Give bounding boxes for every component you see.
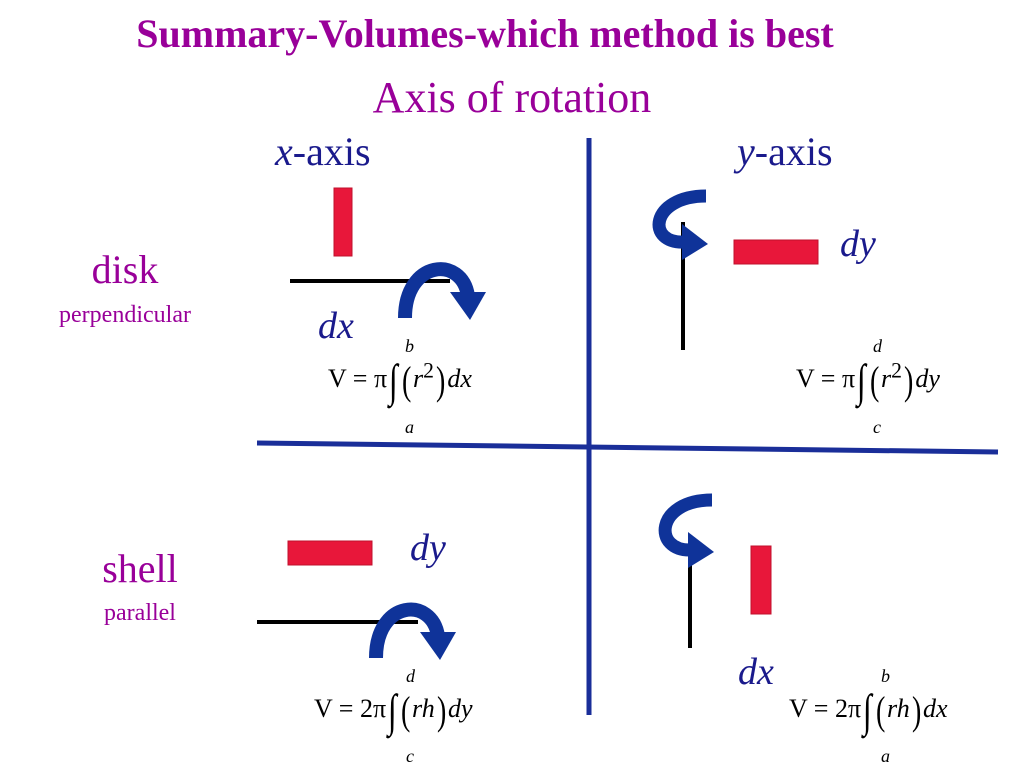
shell-x-differential: dy	[410, 527, 446, 569]
disk-x-rectangle	[333, 187, 353, 257]
paren-open: (	[875, 688, 886, 733]
column-suffix: -axis	[754, 129, 833, 174]
formula-differential: dx	[923, 693, 948, 723]
shell-x-rectangle	[287, 540, 373, 566]
disk-x-rotation-arrow-icon	[398, 262, 486, 320]
paren-close: )	[903, 358, 914, 403]
formula-integrand: r	[413, 363, 424, 393]
disk-x-upper-limit: b	[405, 336, 414, 356]
formula-differential: dy	[448, 693, 473, 723]
integral-sign: ∫	[857, 355, 866, 406]
disk-y-differential: dy	[840, 223, 876, 265]
formula-power: 2	[423, 358, 434, 383]
disk-y-rotation-arrow-icon	[652, 189, 708, 260]
shell-y-formula: V = 2π∫(rh)dx	[789, 688, 948, 734]
formula-lead: V = π	[328, 363, 388, 393]
integral-sign: ∫	[863, 685, 872, 736]
paren-close: )	[436, 688, 447, 733]
row-label-shell: shell	[102, 546, 178, 591]
shell-y-differential: dx	[738, 651, 774, 693]
disk-y-lower-limit: c	[873, 417, 881, 437]
column-header-x-axis: x-axis	[275, 128, 371, 175]
shell-x-formula: V = 2π∫(rh)dy	[314, 688, 473, 734]
shell-x-lower-limit: c	[406, 746, 414, 766]
formula-lead: V = π	[796, 363, 856, 393]
paren-open: (	[869, 358, 880, 403]
page-title: Summary-Volumes-which method is best	[136, 11, 834, 56]
formula-integrand: r	[881, 363, 892, 393]
shell-x-rotation-arrow-icon	[369, 602, 456, 660]
formula-differential: dx	[447, 363, 472, 393]
formula-power: 2	[891, 358, 902, 383]
horizontal-divider	[256, 440, 999, 455]
row-sub-perpendicular: perpendicular	[59, 302, 191, 328]
paren-close: )	[435, 358, 446, 403]
row-label-disk: disk	[91, 247, 159, 292]
column-suffix: -axis	[292, 129, 371, 174]
formula-integrand: rh	[887, 693, 910, 723]
integral-sign: ∫	[388, 685, 397, 736]
formula-lead: V = 2π	[314, 693, 387, 723]
disk-y-upper-limit: d	[873, 336, 882, 356]
formula-differential: dy	[915, 363, 940, 393]
shell-x-upper-limit: d	[406, 666, 415, 686]
paren-close: )	[911, 688, 922, 733]
column-var: y	[737, 129, 755, 174]
disk-x-formula: V = π∫(r2)dx	[328, 358, 472, 404]
paren-open: (	[400, 688, 411, 733]
disk-x-differential: dx	[318, 305, 354, 347]
integral-sign: ∫	[389, 355, 398, 406]
row-sub-parallel: parallel	[104, 600, 176, 626]
disk-x-lower-limit: a	[405, 417, 414, 437]
disk-y-rectangle	[733, 239, 819, 265]
shell-y-rectangle	[750, 545, 772, 615]
page-subtitle: Axis of rotation	[372, 73, 652, 122]
formula-lead: V = 2π	[789, 693, 862, 723]
shell-y-rotation-arrow-icon	[658, 493, 714, 568]
column-var: x	[275, 129, 293, 174]
formula-integrand: rh	[412, 693, 435, 723]
disk-y-formula: V = π∫(r2)dy	[796, 358, 940, 404]
column-header-y-axis: y-axis	[737, 128, 833, 175]
shell-y-upper-limit: b	[881, 666, 890, 686]
paren-open: (	[401, 358, 412, 403]
shell-y-lower-limit: a	[881, 746, 890, 766]
